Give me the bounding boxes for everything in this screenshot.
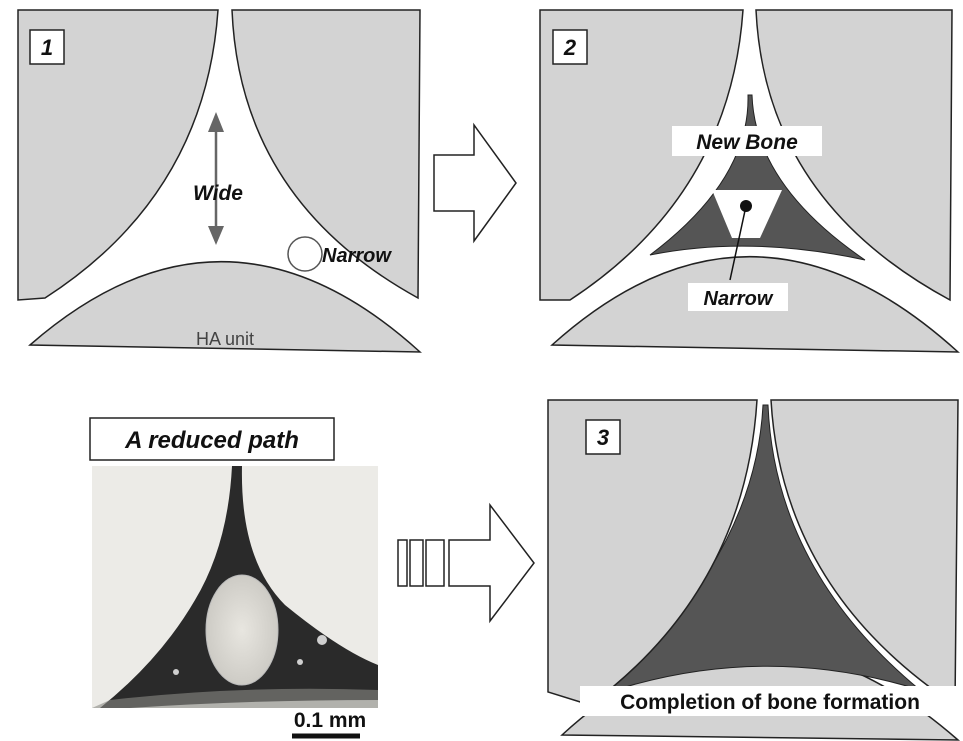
panel2-narrow-label: Narrow bbox=[704, 288, 774, 310]
panel2-new-bone-label: New Bone bbox=[696, 131, 798, 154]
scale-bar-label: 0.1 mm bbox=[294, 709, 366, 732]
panel1-ha-unit-label: HA unit bbox=[196, 329, 254, 349]
panel1-number: 1 bbox=[41, 35, 53, 60]
micrograph-panel: A reduced path 0.1 mm bbox=[90, 418, 378, 736]
micrograph-ha-particle bbox=[206, 575, 278, 685]
micrograph-pore-3 bbox=[173, 669, 179, 675]
wide-arrow-head-bottom bbox=[208, 226, 224, 245]
micrograph-pore-2 bbox=[297, 659, 303, 665]
panel3-number: 3 bbox=[597, 425, 609, 450]
panel-3: 3 Completion of bone formation bbox=[548, 400, 960, 740]
wide-arrow-head-top bbox=[208, 112, 224, 132]
micrograph-pore-1 bbox=[317, 635, 327, 645]
panel-2: New Bone Narrow 2 bbox=[540, 10, 958, 352]
right-arrow-1 bbox=[434, 125, 516, 241]
right-arrow-2 bbox=[398, 505, 534, 621]
panel1-narrow-label: Narrow bbox=[322, 245, 392, 267]
panel1-wide-label: Wide bbox=[193, 182, 243, 205]
micrograph-title: A reduced path bbox=[124, 427, 299, 454]
panel2-number: 2 bbox=[563, 35, 577, 60]
panel3-caption: Completion of bone formation bbox=[620, 691, 920, 714]
narrow-marker-circle bbox=[288, 237, 322, 271]
panel-1: 1 Wide Narrow HA unit bbox=[18, 10, 420, 352]
